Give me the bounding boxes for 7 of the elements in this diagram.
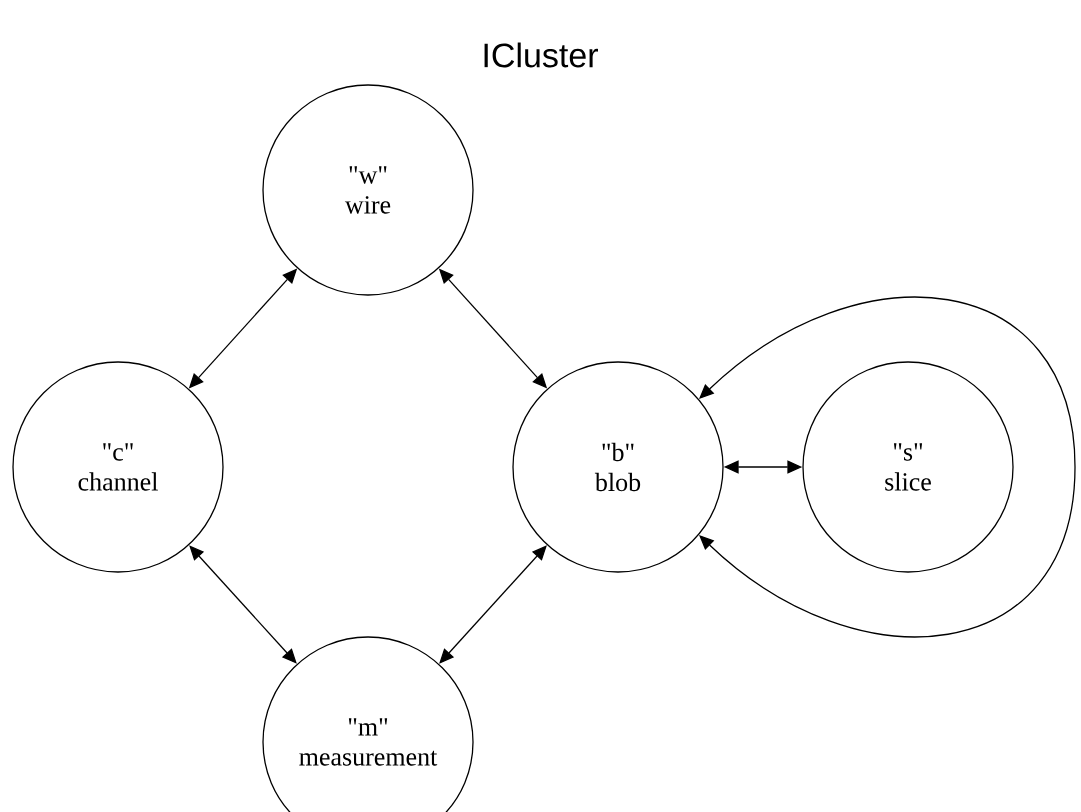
arrow [439,545,547,664]
title: ICluster [484,42,598,68]
arrow [189,545,297,664]
circle-node: "c" channel [12,361,224,573]
circle-node: "b" blob [512,361,724,573]
circle-node: "w" wire [262,84,474,296]
circle-node: "s" slice [802,361,1014,573]
